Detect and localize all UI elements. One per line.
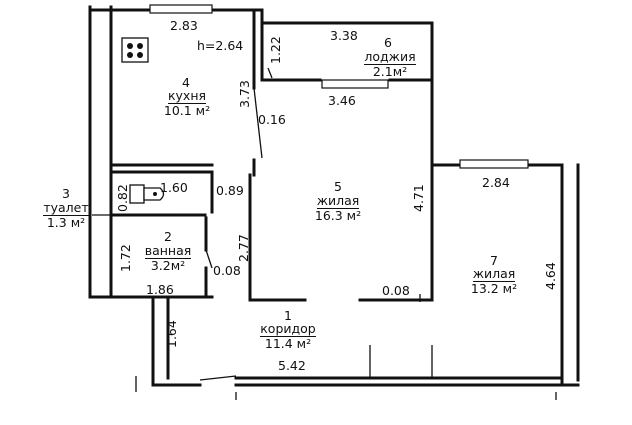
dim-bedroom-top: 2.84 — [482, 175, 510, 190]
room-1-number: 1 — [284, 308, 292, 323]
room-7-name: жилая — [472, 266, 516, 282]
stove-icon — [121, 37, 149, 63]
dim-living-right: 4.71 — [411, 184, 426, 212]
room-2-number: 2 — [164, 229, 172, 244]
dim-kitchen-top: 2.83 — [170, 18, 198, 33]
dim-bathroom-height: 1.72 — [118, 244, 133, 272]
room-4-number: 4 — [182, 75, 190, 90]
dim-loggia-left: 1.22 — [268, 36, 283, 64]
living-window — [321, 79, 389, 89]
dim-kitchen-right: 3.73 — [237, 80, 252, 108]
room-1-name: коридор — [260, 321, 316, 337]
room-7-area: 13.2 м² — [470, 281, 518, 296]
room-7-number: 7 — [490, 253, 498, 268]
room-2-area: 3.2м² — [150, 258, 186, 273]
dim-toilet-height: 0.82 — [115, 184, 130, 212]
dim-bathroom-wall: 0.08 — [213, 263, 241, 278]
dim-bedroom-right: 4.64 — [543, 262, 558, 290]
dim-bathroom-bottom: 1.86 — [146, 282, 174, 297]
room-4-area: 10.1 м² — [163, 103, 211, 118]
room-1-area: 11.4 м² — [264, 336, 312, 351]
dim-kitchen-wall: 0.16 — [258, 112, 286, 127]
toilet-icon — [129, 184, 165, 204]
bedroom-window — [459, 159, 529, 169]
dim-living-left: 2.77 — [236, 234, 251, 262]
interior-walls — [92, 8, 434, 381]
dim-living-wall: 0.08 — [382, 283, 410, 298]
dim-toilet-width: 1.60 — [160, 180, 188, 195]
dim-living-top: 3.46 — [328, 93, 356, 108]
room-4-name: кухня — [167, 88, 207, 104]
room-5-number: 5 — [334, 179, 342, 194]
dim-loggia-top: 3.38 — [330, 28, 358, 43]
dimension-ticks — [135, 294, 557, 400]
ceiling-height: h=2.64 — [197, 38, 244, 53]
room-6-area: 2.1м² — [372, 64, 408, 79]
room-3-area: 1.3 м² — [46, 215, 86, 230]
room-3-name: туалет — [43, 200, 89, 216]
dim-corridor-bottom: 5.42 — [278, 358, 306, 373]
room-2-name: ванная — [144, 243, 192, 259]
dim-toilet-wall: 0.89 — [216, 183, 244, 198]
kitchen-window — [149, 4, 213, 14]
room-6-number: 6 — [384, 35, 392, 50]
dim-corridor-left: 1.64 — [164, 320, 179, 348]
room-5-area: 16.3 м² — [314, 208, 362, 223]
room-3-number: 3 — [62, 186, 70, 201]
room-5-name: жилая — [316, 193, 360, 209]
room-6-name: лоджия — [364, 49, 416, 65]
